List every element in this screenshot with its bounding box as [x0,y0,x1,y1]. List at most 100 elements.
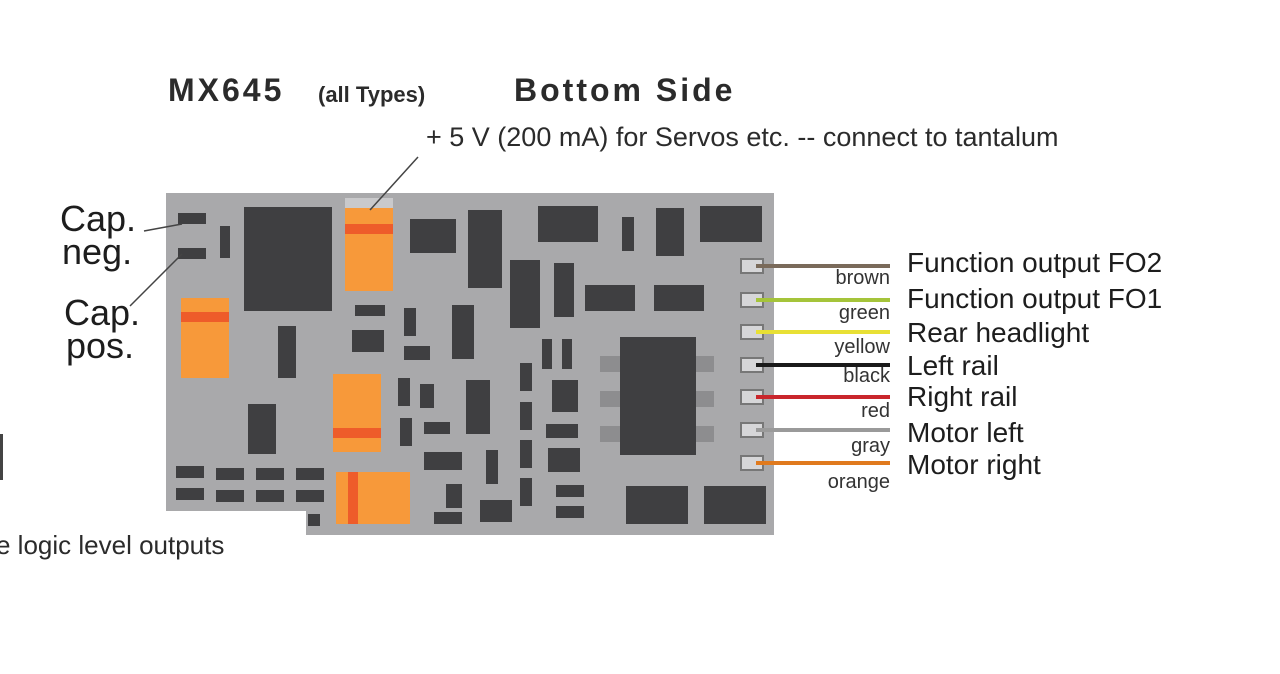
cap-pos-pad [178,248,206,259]
smd-chip [554,263,574,317]
pad-row [176,466,204,478]
tantalum-top [345,207,393,291]
wire-function-label: Function output FO2 [907,247,1163,278]
smd-chip [248,404,276,454]
smd-chip [446,484,462,508]
wire-color-label: brown [835,267,890,289]
cap-neg-line2: neg. [62,231,133,272]
wire-red [756,395,890,399]
smd-chip [626,486,688,524]
smd-chip [656,208,684,256]
smd-chip [468,210,502,288]
wire-function-label: Right rail [907,381,1018,412]
smd-chip [520,440,532,468]
wire-color-label: red [861,400,890,422]
smd-chip [404,308,416,336]
smd-chip [398,378,410,406]
pad-row [308,514,320,526]
pad-row [296,468,324,480]
main-ic [244,207,332,311]
cap-neg-label: Cap. neg. [60,198,137,272]
smd-chip [556,506,584,518]
ic-pin [694,391,714,407]
tantalum-middle-stripe [333,428,381,438]
smd-chip [424,422,450,434]
smd-chip [278,326,296,378]
wire-brown [756,264,890,268]
smd-chip [700,206,762,242]
tantalum-middle [333,374,381,452]
product-subtitle: (all Types) [318,82,426,107]
smd-chip [410,219,456,253]
smd-chip [466,380,490,434]
cap-neg-leader-line [143,223,183,232]
smd-chip [542,339,552,369]
smd-chip [585,285,635,311]
tantalum-left-stripe [181,312,229,322]
tantalum-top-stripe [345,224,393,234]
smd-chip [548,448,580,472]
smd-chip [520,402,532,430]
logic-level-note: e logic level outputs [0,530,225,560]
wire-function-label: Left rail [907,350,999,381]
smd-chip [404,346,430,360]
cap-pos-label: Cap. pos. [64,292,141,366]
tantalum-bottom-stripe [348,472,358,524]
product-title: MX645 [168,72,285,108]
servo-leader-line [369,156,419,211]
tantalum-top-pad [345,198,393,208]
wire-color-label: gray [851,435,890,457]
edge-mark [0,434,3,480]
cap-pos-leader-line [129,253,183,307]
smd-chip [546,424,578,438]
cap-neg-pad [178,213,206,224]
pad-row [216,490,244,502]
smd-part [220,226,230,258]
ic-pin [694,356,714,372]
smd-chip [480,500,512,522]
servo-note: + 5 V (200 mA) for Servos etc. -- connec… [426,122,1059,152]
wire-orange [756,461,890,465]
wire-color-label: orange [827,471,890,493]
smd-chip [552,380,578,412]
pad-row [256,490,284,502]
wire-color-label: yellow [834,336,890,358]
wire-gray [756,428,890,432]
smd-chip [622,217,634,251]
pad-row [216,468,244,480]
pad-row [176,488,204,500]
side-title: Bottom Side [514,72,736,108]
wire-black [756,363,890,367]
smd-chip [704,486,766,524]
smd-chip [520,363,532,391]
ic-pin [694,426,714,442]
smd-chip [355,305,385,316]
smd-chip [556,485,584,497]
wire-function-label: Motor left [907,417,1024,448]
cap-pos-line2: pos. [66,325,135,366]
smd-chip [538,206,598,242]
smd-chip [510,260,540,328]
wire-color-label: green [838,302,890,324]
smd-chip [434,512,462,524]
cap-pos-line1: Cap. [64,292,141,333]
wire-function-label: Motor right [907,449,1041,480]
wire-color-label: black [843,365,890,387]
ic-pin [600,391,620,407]
smd-chip [486,450,498,484]
pad-row [256,468,284,480]
smd-chip [424,452,462,470]
pad-row [296,490,324,502]
wire-function-label: Function output FO1 [907,283,1163,314]
smd-chip [420,384,434,408]
smd-chip [654,285,704,311]
controller-ic [620,337,696,455]
tantalum-left [181,298,229,378]
wire-function-label: Rear headlight [907,317,1090,348]
smd-chip [352,330,384,352]
smd-chip [400,418,412,446]
smd-chip [452,305,474,359]
cap-neg-line1: Cap. [60,198,137,239]
smd-chip [562,339,572,369]
